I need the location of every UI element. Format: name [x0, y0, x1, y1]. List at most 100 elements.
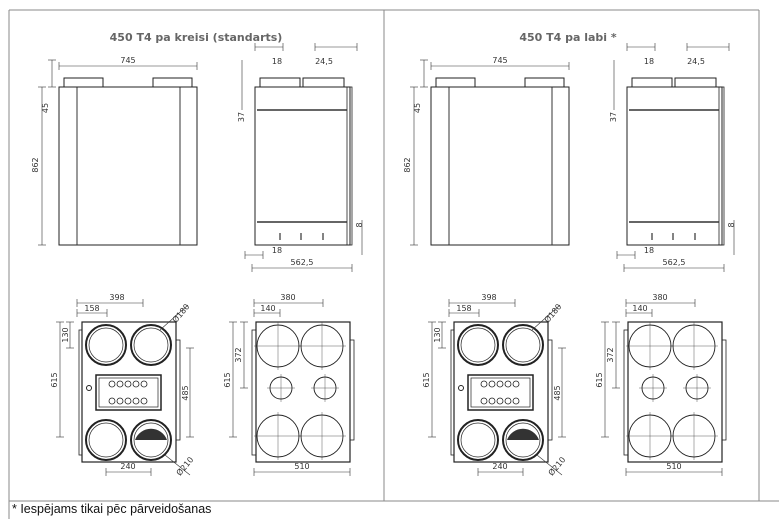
terminal: [132, 397, 140, 405]
dim-offset: 37: [609, 112, 618, 122]
dim-bottom-spacing: 240: [492, 462, 507, 471]
dim-spacing: 380: [280, 293, 295, 302]
terminal: [488, 397, 496, 405]
dim-foot: 8: [727, 222, 736, 227]
side-panel-strip: [346, 86, 353, 246]
panel-title: 450 T4 pa labi *: [519, 31, 617, 44]
dim-offset-y: 130: [61, 327, 70, 342]
dim-spacing-vertical: 485: [553, 385, 562, 400]
dim-offset-x: 140: [632, 304, 647, 313]
plan-housing: [627, 321, 723, 463]
terminal: [504, 397, 512, 405]
side-rail: [623, 329, 629, 456]
dim-height: 615: [223, 372, 232, 387]
dim-depth: 562,5: [291, 258, 314, 267]
terminal: [496, 397, 504, 405]
panel-title: 450 T4 pa kreisi (standarts): [110, 31, 283, 44]
dim-top: 45: [413, 103, 422, 113]
plan-view: 380 140 372 615 510: [223, 293, 355, 476]
dim-bottom-left: 18: [272, 246, 282, 255]
dim-spacing: 380: [652, 293, 667, 302]
control-panel-inner: [470, 377, 531, 408]
dim-diameter-top: Ø180: [542, 302, 564, 325]
plan-view: 380 140 372 615 510: [595, 293, 727, 476]
duct-connector: [674, 77, 717, 88]
duct-connector: [63, 77, 104, 88]
terminal: [140, 397, 148, 405]
duct-port-inner: [505, 422, 541, 458]
dim-offset-x: 158: [84, 304, 99, 313]
side-rail: [78, 329, 83, 456]
dim-diameter-bottom: Ø210: [546, 455, 568, 478]
dim-height: 615: [595, 372, 604, 387]
duct-connector: [631, 77, 673, 88]
terminal: [124, 397, 132, 405]
dim-offset-y: 372: [234, 347, 243, 362]
side-rail: [175, 339, 181, 441]
indicator: [86, 385, 92, 391]
plan-housing: [255, 321, 351, 463]
terminal: [504, 380, 512, 388]
dim-foot: 8: [355, 222, 364, 227]
duct-port: [457, 324, 499, 366]
terminal: [116, 397, 124, 405]
terminal: [108, 397, 116, 405]
damper-fill: [135, 428, 167, 440]
dim-offset: 37: [237, 112, 246, 122]
terminal: [496, 380, 504, 388]
duct-port: [85, 324, 127, 366]
dim-top-left: 18: [644, 57, 654, 66]
side-panel-strip: [718, 86, 725, 246]
dim-width: 510: [666, 462, 681, 471]
dim-height: 615: [50, 372, 59, 387]
duct-port-inner: [133, 422, 169, 458]
indicator: [458, 385, 464, 391]
duct-port-inner: [133, 327, 169, 363]
duct-connector: [524, 77, 565, 88]
front-housing: [430, 86, 570, 246]
dim-diameter-bottom: Ø210: [174, 455, 196, 478]
terminal: [124, 380, 132, 388]
terminal: [512, 397, 520, 405]
front-housing: [58, 86, 198, 246]
dim-offset-x: 158: [456, 304, 471, 313]
dim-width: 510: [294, 462, 309, 471]
dim-bottom-left: 18: [644, 246, 654, 255]
dim-bottom-spacing: 240: [120, 462, 135, 471]
dim-spacing-vertical: 485: [181, 385, 190, 400]
duct-connector: [152, 77, 193, 88]
dim-offset-y: 130: [433, 327, 442, 342]
dim-height: 615: [422, 372, 431, 387]
duct-port-inner: [505, 327, 541, 363]
duct-port-inner: [460, 422, 496, 458]
control-panel: [467, 374, 534, 411]
duct-port: [130, 324, 172, 366]
duct-port: [502, 419, 544, 461]
control-panel-inner: [98, 377, 159, 408]
duct-port: [130, 419, 172, 461]
side-rail: [251, 329, 257, 456]
terminal: [480, 380, 488, 388]
side-rail: [349, 339, 355, 441]
terminal: [480, 397, 488, 405]
terminal: [116, 380, 124, 388]
side-rail: [450, 329, 455, 456]
dim-offset-x: 140: [260, 304, 275, 313]
side-rail: [547, 339, 553, 441]
dim-spacing: 398: [481, 293, 496, 302]
dim-top-right: 24,5: [687, 57, 705, 66]
dim-offset-y: 372: [606, 347, 615, 362]
duct-port: [85, 419, 127, 461]
terminal: [140, 380, 148, 388]
side-rail: [721, 339, 727, 441]
duct-port-inner: [88, 327, 124, 363]
duct-port-inner: [88, 422, 124, 458]
